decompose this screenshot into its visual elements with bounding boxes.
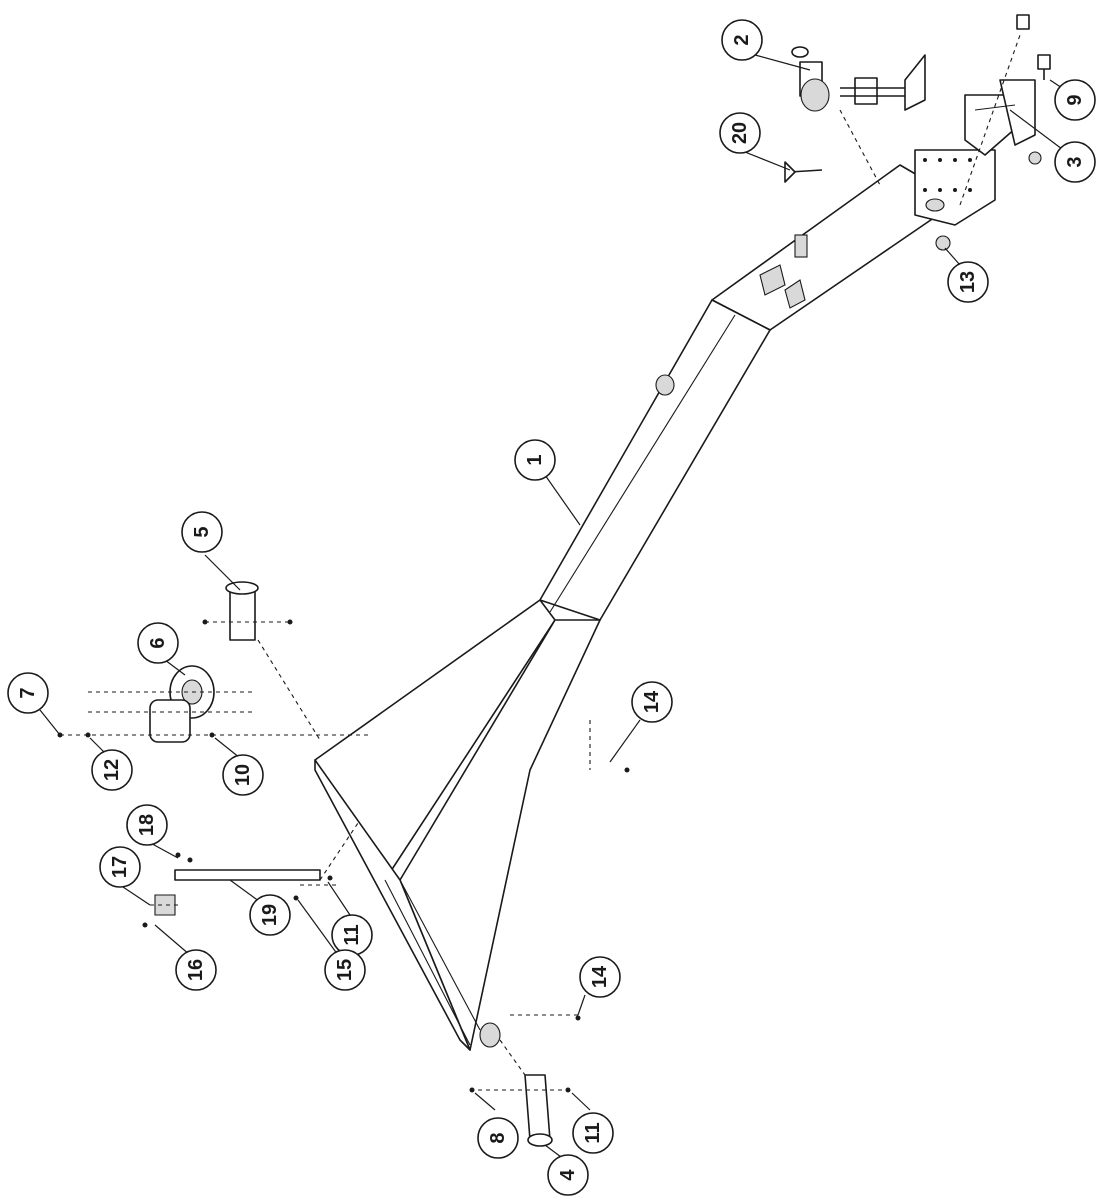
callout-1: 1 [514,439,556,481]
svg-text:8: 8 [487,1132,509,1143]
callout-8: 8 [477,1117,519,1159]
callout-4: 4 [547,1154,589,1196]
svg-text:20: 20 [729,122,751,144]
callout-13: 13 [947,261,989,303]
callout-20: 20 [719,112,761,154]
svg-text:19: 19 [259,904,281,926]
callout-19: 19 [249,894,291,936]
a-frame-part [314,149,996,1051]
callout-15: 15 [324,949,366,991]
callout-5: 5 [181,511,223,553]
svg-text:1: 1 [524,454,546,465]
svg-text:15: 15 [334,959,356,981]
svg-text:14: 14 [641,690,663,713]
svg-text:17: 17 [109,856,131,878]
hardware-parts [57,14,1051,1147]
callout-10: 10 [222,754,264,796]
callout-14-lower: 14 [579,956,621,998]
callout-14-upper: 14 [631,681,673,723]
callout-11-lower: 11 [572,1112,614,1154]
callout-7: 7 [7,672,49,714]
svg-text:10: 10 [232,764,254,786]
svg-text:7: 7 [17,687,39,698]
svg-text:12: 12 [101,759,123,781]
svg-text:2: 2 [731,34,753,45]
jack-stand-part [791,46,926,112]
svg-text:3: 3 [1064,156,1086,167]
svg-text:13: 13 [957,271,979,293]
callout-17: 17 [99,846,141,888]
svg-text:9: 9 [1064,94,1086,105]
svg-text:11: 11 [341,924,363,945]
callout-9: 9 [1054,79,1096,121]
callout-3: 3 [1054,141,1096,183]
callout-11-upper: 11 [331,914,373,956]
callout-18: 18 [126,804,168,846]
svg-text:14: 14 [589,965,611,988]
svg-text:18: 18 [136,814,158,836]
svg-text:5: 5 [191,526,213,537]
callout-2: 2 [721,19,763,61]
callout-16: 16 [175,949,217,991]
svg-text:11: 11 [582,1122,604,1143]
svg-text:4: 4 [557,1169,579,1181]
svg-text:6: 6 [147,637,169,648]
leader-lines [39,54,1071,1161]
callout-12: 12 [91,749,133,791]
callout-6: 6 [137,622,179,664]
svg-text:16: 16 [185,959,207,981]
